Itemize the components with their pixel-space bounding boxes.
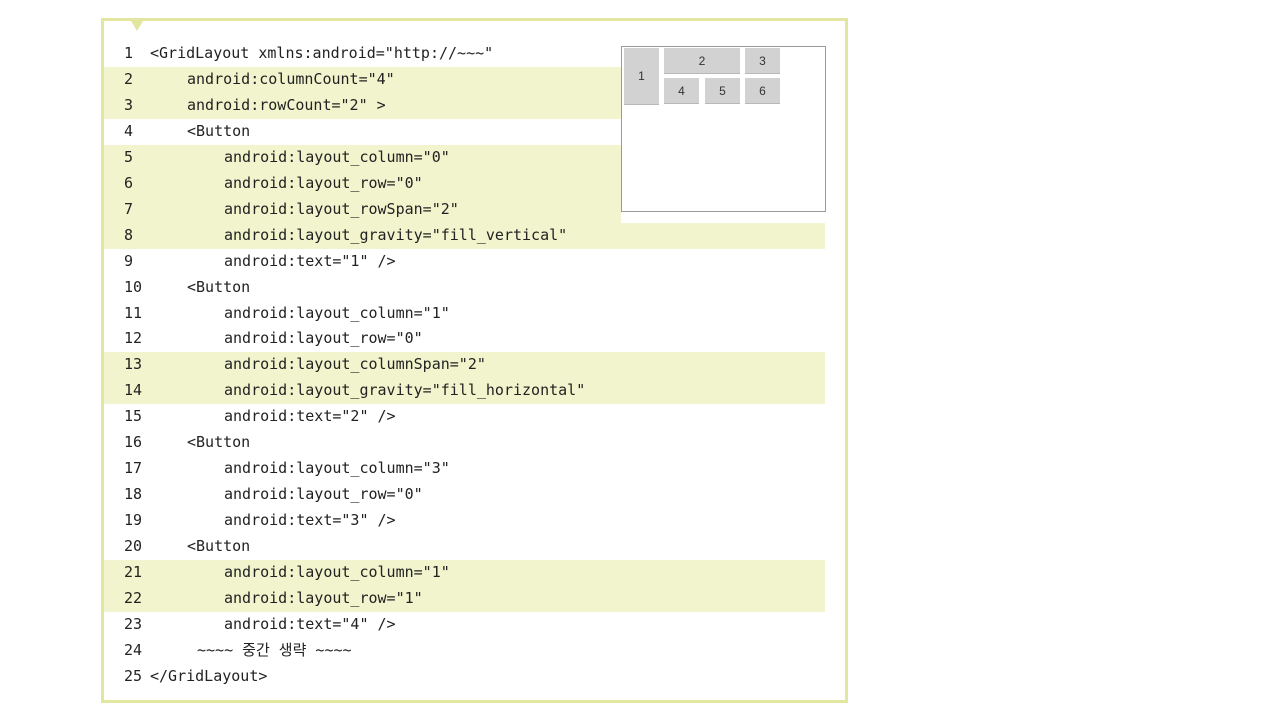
- line-number: 10: [124, 277, 143, 296]
- line-text: android:text="1" />: [224, 251, 396, 270]
- line-text: android:layout_column="1": [224, 563, 450, 582]
- code-line: 14 android:layout_gravity="fill_horizonta…: [104, 378, 825, 405]
- code-line: 1 <GridLayout xmlns:android="http://~~~": [104, 41, 825, 67]
- line-text: android:layout_column="0": [224, 147, 450, 166]
- code-line: 3 android:rowCount="2" >: [104, 92, 621, 119]
- preview-button-3: 3: [745, 48, 780, 74]
- line-text: android:text="2" />: [224, 407, 396, 426]
- preview-button-4: 4: [664, 78, 699, 104]
- line-text: <GridLayout xmlns:android="http://~~~": [150, 44, 494, 62]
- code-line: 25 </GridLayout>: [104, 664, 825, 690]
- code-listing: 1<GridLayout xmlns:android="http://~~~" …: [104, 41, 825, 690]
- line-text: <Button: [187, 277, 251, 296]
- line-number: 18: [124, 485, 143, 504]
- preview-button-1: 1: [624, 48, 659, 105]
- line-text: android:layout_gravity="fill_horizontal": [224, 381, 586, 400]
- frame-notch: [131, 21, 143, 31]
- code-line: 15 android:text="2" />: [104, 404, 825, 430]
- line-number: 11: [124, 303, 143, 322]
- line-text: android:layout_gravity="fill_vertical": [224, 225, 568, 244]
- line-text: android:columnCount="4": [187, 69, 395, 88]
- line-text: android:text="3" />: [224, 511, 396, 530]
- line-number: 17: [124, 459, 143, 478]
- line-text: android:layout_row="0": [224, 173, 423, 192]
- gridlayout-preview: 1 2 3 4 5 6: [621, 46, 826, 212]
- line-number: 21: [124, 563, 143, 582]
- line-number: 1: [124, 44, 134, 62]
- line-number: 19: [124, 511, 143, 530]
- line-text: android:text="4" />: [224, 614, 396, 633]
- code-line: 19 android:text="3" />: [104, 508, 825, 534]
- code-line: 23 android:text="4" />: [104, 612, 825, 638]
- code-line: 7 android:layout_rowSpan="2": [104, 196, 621, 223]
- line-number: 15: [124, 407, 143, 426]
- preview-button-5: 5: [705, 78, 740, 104]
- line-number: 6: [124, 173, 134, 192]
- preview-button-2: 2: [664, 48, 740, 74]
- line-text: <Button: [187, 537, 251, 556]
- line-text: android:layout_rowSpan="2": [224, 199, 459, 218]
- line-number: 24: [124, 640, 143, 659]
- code-line: 10 <Button: [104, 275, 825, 301]
- line-text: android:layout_row="0": [224, 329, 423, 348]
- code-line: 9 android:text="1" />: [104, 249, 825, 275]
- line-number: 3: [124, 95, 134, 114]
- code-line: 5 android:layout_column="0": [104, 144, 621, 171]
- line-number: 16: [124, 433, 143, 452]
- line-text: android:layout_row="1": [224, 589, 423, 608]
- code-line: 13 android:layout_columnSpan="2": [104, 352, 825, 379]
- code-line: 12 android:layout_row="0": [104, 326, 825, 352]
- code-line: 22 android:layout_row="1": [104, 586, 825, 612]
- line-number: 9: [124, 251, 134, 270]
- line-text: android:layout_column="1": [224, 303, 450, 322]
- code-line: 17 android:layout_column="3": [104, 456, 825, 482]
- line-number: 5: [124, 147, 134, 166]
- code-line: 20 <Button: [104, 534, 825, 560]
- line-text: android:layout_column="3": [224, 459, 450, 478]
- line-number: 8: [124, 225, 134, 244]
- line-number: 7: [124, 199, 134, 218]
- line-number: 12: [124, 329, 143, 348]
- line-number: 4: [124, 121, 134, 140]
- line-number: 25: [124, 666, 143, 685]
- code-line: 8 android:layout_gravity="fill_vertical": [104, 222, 825, 249]
- code-line: 18 android:layout_row="0": [104, 482, 825, 508]
- code-line: 24 ~~~~ 중간 생략 ~~~~: [104, 638, 825, 664]
- line-text: android:rowCount="2" >: [187, 95, 386, 114]
- line-number: 2: [124, 69, 134, 88]
- line-text: </GridLayout>: [150, 666, 268, 685]
- line-number: 20: [124, 537, 143, 556]
- code-line: 2 android:columnCount="4": [104, 66, 621, 93]
- code-line: 6 android:layout_row="0": [104, 170, 621, 197]
- line-text: <Button: [187, 433, 251, 452]
- line-number: 23: [124, 614, 143, 633]
- line-text: android:layout_row="0": [224, 485, 423, 504]
- line-text: android:layout_columnSpan="2": [224, 355, 486, 374]
- code-line: 16 <Button: [104, 430, 825, 456]
- line-number: 13: [124, 355, 143, 374]
- code-line: 21 android:layout_column="1": [104, 560, 825, 587]
- code-line: 4 <Button: [104, 119, 825, 145]
- line-number: 14: [124, 381, 143, 400]
- code-line: 11 android:layout_column="1": [104, 301, 825, 327]
- line-text: ~~~~ 중간 생략 ~~~~: [197, 640, 352, 659]
- preview-button-6: 6: [745, 78, 780, 104]
- line-number: 22: [124, 589, 143, 608]
- line-text: <Button: [187, 121, 251, 140]
